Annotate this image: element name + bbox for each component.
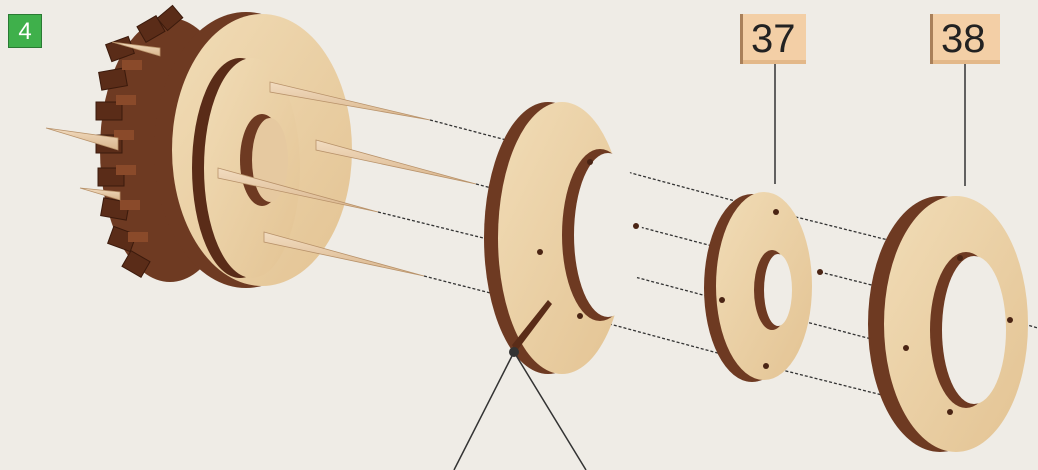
part-label-38: 38 [930, 14, 1000, 64]
gear-assembly [46, 5, 476, 288]
step-number-badge: 4 [8, 14, 42, 48]
part-label-37: 37 [740, 14, 806, 64]
ring-part-37 [704, 192, 823, 382]
split-ring [484, 102, 642, 374]
callout-pivot-point [509, 347, 519, 357]
ring-part-38 [868, 196, 1028, 452]
